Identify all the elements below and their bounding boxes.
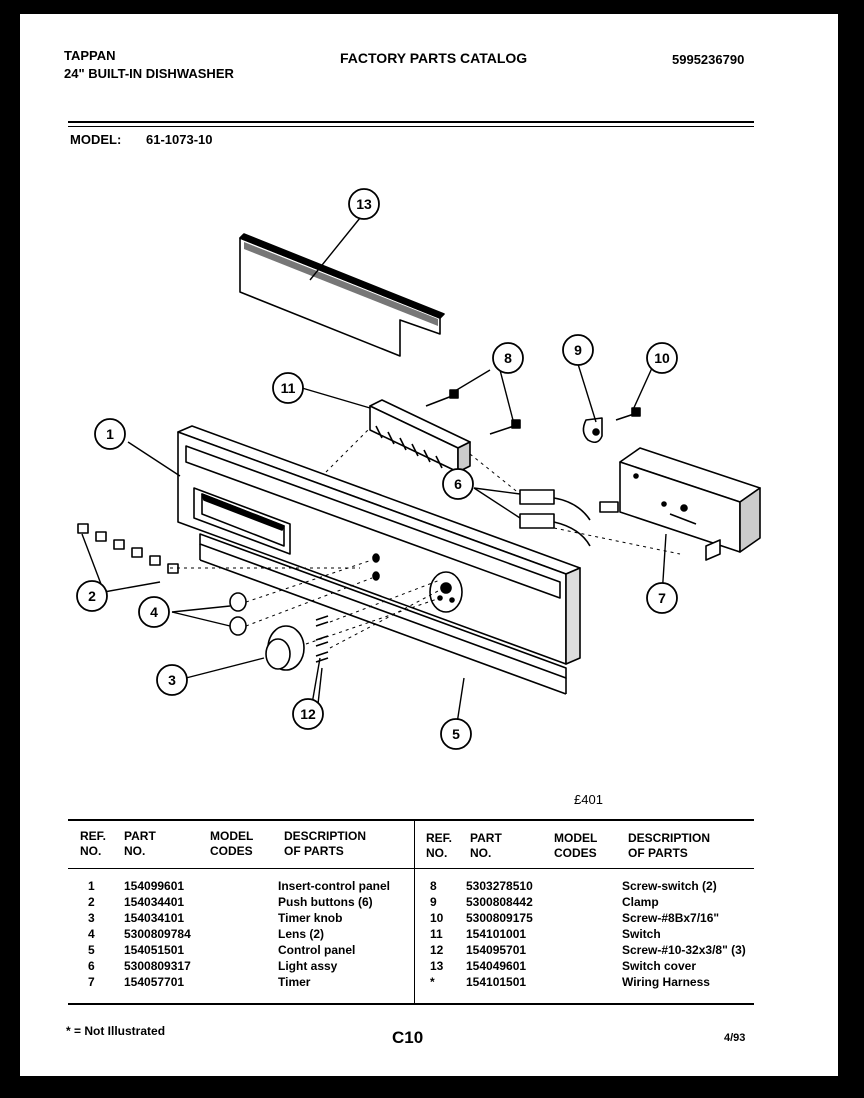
part-description: Wiring Harness [622, 975, 710, 989]
part-description: Clamp [622, 895, 659, 909]
part-description: Lens (2) [278, 927, 325, 941]
part-number: 154101501 [466, 975, 527, 989]
part-description: Screw-#8Bx7/16" [622, 911, 720, 925]
part-number: 154095701 [466, 943, 527, 957]
callout-12: 12 [300, 706, 316, 722]
part-description: Timer [278, 975, 311, 989]
part-description: Control panel [278, 943, 356, 957]
part-description: Timer knob [278, 911, 343, 925]
part-ref: * [430, 975, 435, 989]
part-ref: 5 [88, 943, 95, 957]
callout-3: 3 [168, 672, 176, 688]
switch-cover-part [239, 233, 445, 357]
part-ref: 1 [88, 879, 95, 893]
callout-11: 11 [281, 380, 296, 396]
footnote: * = Not Illustrated [66, 1024, 166, 1038]
light-assembly-part [519, 489, 619, 547]
callout-6: 6 [454, 476, 462, 492]
table-divider [414, 821, 415, 1003]
part-ref: 9 [430, 895, 437, 909]
table-rule-header [68, 868, 754, 869]
part-ref: 4 [88, 927, 95, 941]
callout-10: 10 [654, 350, 670, 366]
callout-4: 4 [150, 604, 158, 620]
part-number: 154099601 [124, 879, 185, 893]
exploded-parts-diagram: 13 11 8 9 10 1 6 7 2 4 3 12 5 [76, 188, 761, 750]
clamp-screw-part [615, 407, 641, 421]
callout-9: 9 [574, 342, 582, 358]
header-rule-bottom [68, 126, 754, 127]
part-number: 154101001 [466, 927, 527, 941]
part-ref: 12 [430, 943, 444, 957]
timer-part [619, 447, 761, 561]
part-ref: 2 [88, 895, 95, 909]
catalog-page: TAPPAN 24" BUILT-IN DISHWASHER FACTORY P… [20, 14, 838, 1076]
part-number: 5300809784 [124, 927, 191, 941]
catalog-title: FACTORY PARTS CATALOG [340, 50, 528, 66]
table-rule-top [68, 819, 754, 821]
clamp-part [582, 417, 603, 444]
part-number: 154034401 [124, 895, 185, 909]
page-number: C10 [392, 1028, 424, 1047]
part-number: 5300809317 [124, 959, 191, 973]
part-ref: 13 [430, 959, 444, 973]
switch-part [369, 399, 471, 473]
control-panel-part [177, 425, 581, 695]
part-ref: 6 [88, 959, 95, 973]
revision-date: 4/93 [724, 1032, 746, 1044]
part-description: Push buttons (6) [278, 895, 373, 909]
part-ref: 7 [88, 975, 95, 989]
part-ref: 3 [88, 911, 95, 925]
part-number: 154057701 [124, 975, 185, 989]
part-number: 154034101 [124, 911, 185, 925]
part-ref: 11 [430, 927, 443, 941]
model-label: MODEL: [70, 132, 122, 147]
part-description: Screw-switch (2) [622, 879, 717, 893]
part-number: 154049601 [466, 959, 527, 973]
part-number: 5300809175 [466, 911, 533, 925]
part-ref: 8 [430, 879, 437, 893]
callout-13: 13 [356, 196, 372, 212]
header-ref-right: REF.NO. [426, 831, 453, 860]
callout-5: 5 [452, 726, 460, 742]
product-name: 24" BUILT-IN DISHWASHER [64, 66, 234, 81]
catalog-number: 5995236790 [672, 52, 745, 67]
table-rule-bottom [68, 1003, 754, 1005]
part-number: 5300808442 [466, 895, 533, 909]
part-description: Switch [622, 927, 661, 941]
part-description: Switch cover [622, 959, 697, 973]
part-description: Insert-control panel [278, 879, 391, 893]
panel-screws-part [315, 615, 329, 663]
callout-2: 2 [88, 588, 96, 604]
push-buttons-part [77, 523, 179, 574]
brand-name: TAPPAN [64, 48, 116, 63]
figure-code: £401 [574, 792, 603, 807]
callout-8: 8 [504, 350, 512, 366]
callout-1: 1 [106, 426, 114, 442]
part-number: 154051501 [124, 943, 185, 957]
part-description: Light assy [278, 959, 338, 973]
header-ref: REF.NO. [80, 829, 107, 858]
callout-7: 7 [658, 590, 666, 606]
header-rule-top [68, 121, 754, 123]
model-number: 61-1073-10 [146, 132, 213, 147]
part-number: 5303278510 [466, 879, 533, 893]
part-ref: 10 [430, 911, 444, 925]
switch-screws-part [425, 389, 521, 435]
part-description: Screw-#10-32x3/8" (3) [622, 943, 746, 957]
timer-knob-part [265, 625, 305, 671]
lens-part [229, 592, 247, 636]
